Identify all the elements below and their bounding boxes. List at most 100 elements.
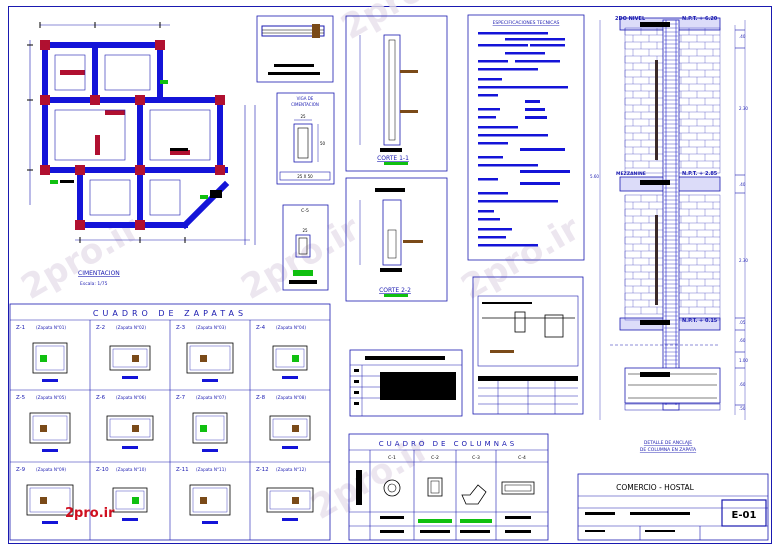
- zapata-column: [292, 497, 299, 504]
- zapata-column: [292, 425, 299, 432]
- specs-box: [467, 14, 585, 261]
- zapata-code: Z-10: [96, 467, 109, 473]
- foundation-plan: [27, 22, 256, 245]
- columnas-table: [348, 433, 549, 541]
- svg-text:2.30: 2.30: [739, 258, 748, 263]
- svg-text:2.30: 2.30: [739, 106, 748, 111]
- zapata-footing: [29, 412, 71, 444]
- svg-text:.40: .40: [739, 34, 746, 39]
- svg-text:.05: .05: [739, 320, 746, 325]
- zapata-rebar: [272, 418, 308, 438]
- zapata-rebar: [109, 418, 151, 438]
- zapata-dim-tag: [42, 449, 58, 452]
- zapata-column: [132, 497, 139, 504]
- elevation-caption-1: DETALLE DE ANCLAJE: [644, 440, 692, 446]
- viga-title-2: CIMENTACION: [291, 102, 319, 107]
- zapata-dim-tag: [202, 449, 218, 452]
- zapata-label: (Zapata N°04): [276, 325, 306, 330]
- zapata-rebar: [35, 345, 65, 371]
- npt-low-label: N.P.T. + 0.15: [682, 318, 718, 324]
- zapata-footing: [269, 415, 311, 441]
- zapata-rebar: [275, 348, 305, 368]
- zapata-column: [292, 355, 299, 362]
- zapata-label: (Zapata N°03): [196, 325, 226, 330]
- zapata-footing: [186, 342, 234, 374]
- zapata-label: (Zapata N°09): [36, 467, 66, 472]
- zapatas-title: CUADRO DE ZAPATAS: [93, 309, 247, 318]
- zapata-column: [200, 497, 207, 504]
- corte-1-1: [345, 15, 448, 172]
- zapata-code: Z-8: [256, 395, 266, 401]
- corte-2-label: CORTE 2-2: [379, 287, 411, 294]
- corte-1-label: CORTE 1-1: [377, 155, 409, 162]
- c5-title: C-5: [301, 208, 309, 214]
- columnas-headers: C-1 C-2 C-3 C-4: [388, 455, 526, 461]
- zapata-rebar: [269, 490, 311, 510]
- zapata-label: (Zapata N°01): [36, 325, 66, 330]
- svg-text:C-4: C-4: [518, 455, 526, 461]
- svg-text:.60: .60: [739, 382, 746, 387]
- svg-text:.60: .60: [739, 338, 746, 343]
- zapatas-table: [9, 303, 331, 541]
- zapata-rebar: [112, 348, 148, 368]
- zapata-cells: Z-1(Zapata N°01)Z-2(Zapata N°02)Z-3(Zapa…: [16, 325, 314, 524]
- zapata-dim-tag: [282, 446, 298, 449]
- zapata-code: Z-6: [96, 395, 106, 401]
- zapata-footing: [106, 415, 154, 441]
- columnas-title: CUADRO DE COLUMNAS: [379, 440, 517, 448]
- viga-title-1: VIGA DE: [297, 96, 314, 101]
- anchor-detail-box: [472, 276, 584, 415]
- zapata-dim-tag: [42, 521, 58, 524]
- zapata-label: (Zapata N°07): [196, 395, 226, 400]
- zapata-dim-tag: [202, 521, 218, 524]
- zapata-dim-tag: [122, 376, 138, 379]
- zapata-dim-tag: [202, 379, 218, 382]
- zapata-code: Z-7: [176, 395, 186, 401]
- zapata-label: (Zapata N°06): [116, 395, 146, 400]
- watermark-logo: 2pro.ir: [65, 506, 115, 521]
- zapata-column: [200, 425, 207, 432]
- sheet-frame: [8, 6, 772, 544]
- zapata-footing: [26, 484, 74, 516]
- elevation-dims: .40 2.30 .40 2.30 .05 .60 1.00 .60 .50 5…: [590, 34, 748, 411]
- viga-caption: 25 X 50: [297, 174, 313, 179]
- svg-text:C-1: C-1: [388, 455, 396, 461]
- npt-mid-label: N.P.T. + 2.85: [682, 171, 718, 177]
- zapata-footing: [109, 345, 151, 371]
- zapata-dim-tag: [42, 379, 58, 382]
- c5-dim: 25: [302, 228, 308, 233]
- viga-dim: 25: [300, 114, 306, 119]
- zapata-footing: [266, 487, 314, 513]
- svg-text:5.60: 5.60: [590, 174, 599, 179]
- foundation-plan-scale: Escala: 1/75: [80, 281, 108, 287]
- zapata-footing: [272, 345, 308, 371]
- svg-text:.40: .40: [739, 182, 746, 187]
- mezz-label: MEZZANINE: [616, 171, 646, 177]
- zapata-code: Z-1: [16, 325, 25, 331]
- svg-text:1.00: 1.00: [739, 358, 748, 363]
- svg-text:.50: .50: [739, 406, 746, 411]
- zapata-column: [40, 355, 47, 362]
- zapata-code: Z-12: [256, 467, 269, 473]
- sheet-number: E-01: [732, 510, 757, 521]
- zapata-column: [40, 497, 47, 504]
- zapata-label: (Zapata N°12): [276, 467, 306, 472]
- level-top-label: 2DO NIVEL: [615, 16, 646, 22]
- column-elevation: [599, 17, 746, 420]
- zapata-rebar: [32, 415, 68, 441]
- zapata-rebar: [195, 415, 225, 441]
- zapata-column: [132, 355, 139, 362]
- zapata-rebar: [115, 490, 145, 510]
- zapata-rebar: [192, 487, 228, 513]
- zapata-footing: [192, 412, 228, 444]
- zapata-rebar: [29, 487, 71, 513]
- zapata-column: [200, 355, 207, 362]
- zapata-dim-tag: [282, 376, 298, 379]
- zapata-label: (Zapata N°11): [196, 467, 226, 472]
- specs-title: ESPECIFICACIONES TECNICAS: [493, 20, 560, 26]
- zapata-label: (Zapata N°02): [116, 325, 146, 330]
- svg-text:2pro.ir: 2pro.ir: [235, 208, 367, 307]
- zapata-code: Z-11: [176, 467, 189, 473]
